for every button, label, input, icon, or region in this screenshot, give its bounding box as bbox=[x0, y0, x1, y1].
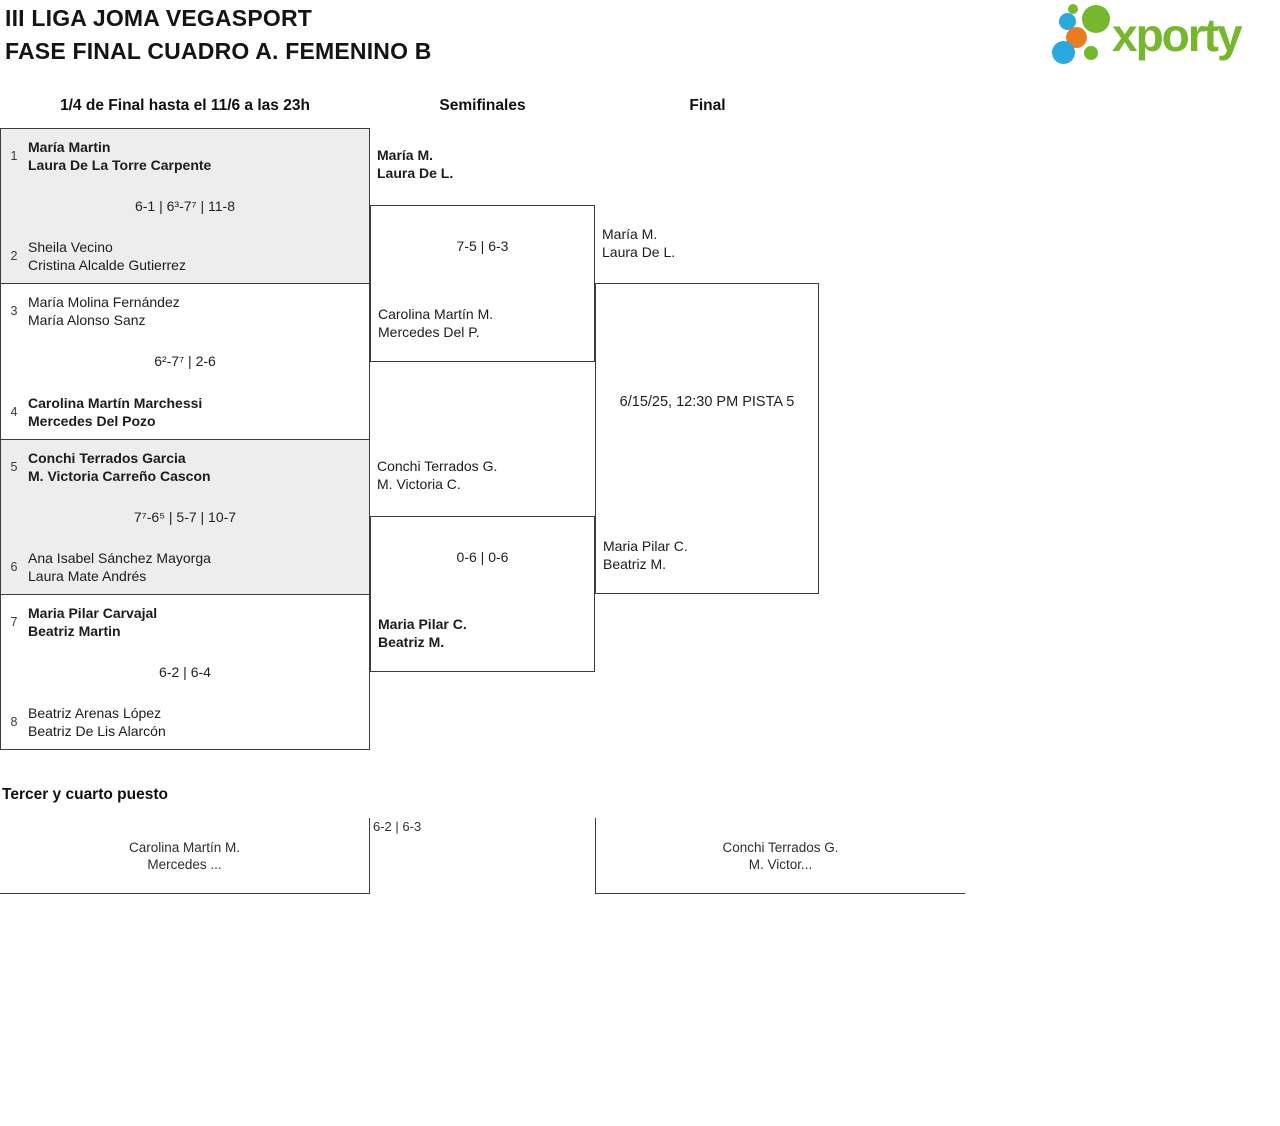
team-entry[interactable]: 8 Beatriz Arenas López Beatriz De Lis Al… bbox=[6, 704, 363, 740]
player-name: Carolina Martín M. bbox=[128, 839, 241, 855]
final-team-top[interactable]: María M. Laura De L. bbox=[602, 225, 675, 261]
team-entry[interactable]: 3 María Molina Fernández María Alonso Sa… bbox=[6, 293, 363, 329]
player-name: María Martin bbox=[28, 139, 111, 155]
player-name: Laura Mate Andrés bbox=[28, 567, 147, 584]
logo-dot-icon bbox=[1066, 27, 1087, 48]
final-schedule: 6/15/25, 12:30 PM PISTA 5 bbox=[619, 394, 795, 410]
team-names: Sheila Vecino Cristina Alcalde Gutierrez bbox=[28, 238, 186, 274]
player-name: Laura De L. bbox=[602, 244, 676, 260]
team-names: Conchi Terrados G. M. Victor... bbox=[722, 839, 838, 873]
logo-dot-icon bbox=[1082, 5, 1110, 33]
player-name: Beatriz M. bbox=[378, 634, 445, 650]
player-name: Sheila Vecino bbox=[28, 239, 113, 256]
qf-match-4: 7 Maria Pilar Carvajal Beatriz Martin 6-… bbox=[1, 594, 369, 749]
quarterfinals-column: 1 María Martin Laura De La Torre Carpent… bbox=[0, 128, 370, 750]
seed-number: 6 bbox=[10, 559, 18, 574]
player-name: Maria Pilar Carvajal bbox=[28, 604, 158, 621]
qf-match-2: 3 María Molina Fernández María Alonso Sa… bbox=[1, 284, 369, 440]
logo-dot-icon bbox=[1059, 13, 1076, 30]
seed-number: 1 bbox=[10, 149, 18, 163]
logo-dot-icon bbox=[1068, 4, 1078, 14]
team-names: Carolina Martín Marchessi Mercedes Del P… bbox=[28, 394, 202, 430]
player-name: Laura De La Torre Carpente bbox=[28, 157, 212, 173]
tournament-title-line2: FASE FINAL CUADRO A. FEMENINO B bbox=[5, 38, 432, 64]
seed-number: 4 bbox=[10, 404, 18, 419]
team-names: Ana Isabel Sánchez Mayorga Laura Mate An… bbox=[28, 549, 211, 585]
third-place-team-left[interactable]: Carolina Martín M. Mercedes ... bbox=[0, 818, 370, 894]
team-names: María Molina Fernández María Alonso Sanz bbox=[28, 293, 180, 329]
qf-match-3: 5 Conchi Terrados Garcia M. Victoria Car… bbox=[1, 439, 369, 595]
match-score: 6-1 | 6³-7⁷ | 11-8 bbox=[134, 198, 235, 215]
player-name: Ana Isabel Sánchez Mayorga bbox=[28, 549, 211, 566]
player-name: Maria Pilar C. bbox=[603, 538, 688, 554]
player-name: Laura De L. bbox=[377, 165, 454, 181]
player-name: Conchi Terrados G. bbox=[722, 839, 839, 855]
logo-dot-icon bbox=[1084, 46, 1098, 60]
team-names: Carolina Martín M. Mercedes ... bbox=[129, 839, 240, 873]
team-names: María Martin Laura De La Torre Carpente bbox=[28, 138, 211, 174]
player-name: Beatriz De Lis Alarcón bbox=[28, 723, 166, 739]
sf1-team-top[interactable]: María M. Laura De L. bbox=[377, 146, 453, 182]
team-entry[interactable]: 7 Maria Pilar Carvajal Beatriz Martin bbox=[6, 604, 363, 640]
team-entry[interactable]: 6 Ana Isabel Sánchez Mayorga Laura Mate … bbox=[6, 549, 363, 585]
player-name: María M. bbox=[602, 226, 658, 242]
seed-number: 3 bbox=[10, 304, 18, 319]
player-name: Beatriz M. bbox=[603, 556, 667, 572]
sf2-team-bottom[interactable]: Maria Pilar C. Beatriz M. bbox=[378, 615, 467, 651]
player-name: Carolina Martín Marchessi bbox=[28, 394, 203, 411]
match-score: 0-6 | 0-6 bbox=[456, 549, 509, 565]
player-name: Mercedes Del P. bbox=[378, 324, 480, 340]
xporty-wordmark: xporty bbox=[1112, 9, 1243, 61]
xporty-logo[interactable]: xporty bbox=[1048, 4, 1270, 68]
sf-match-2-box: 0-6 | 0-6 Maria Pilar C. Beatriz M. bbox=[370, 516, 595, 672]
team-names: Conchi Terrados Garcia M. Victoria Carre… bbox=[28, 449, 211, 485]
player-name: M. Victoria C. bbox=[377, 476, 461, 492]
player-name: María Alonso Sanz bbox=[28, 312, 146, 329]
qf-match-1: 1 María Martin Laura De La Torre Carpent… bbox=[1, 129, 369, 285]
logo-dot-icon bbox=[1052, 41, 1075, 64]
match-score: 6²-7⁷ | 2-6 bbox=[154, 353, 216, 370]
match-score: 6-2 | 6-4 bbox=[159, 663, 211, 680]
sf2-team-top[interactable]: Conchi Terrados G. M. Victoria C. bbox=[377, 457, 497, 493]
third-place-score: 6-2 | 6-3 bbox=[373, 819, 422, 834]
player-name: Mercedes Del Pozo bbox=[28, 412, 156, 429]
sf-match-1-box: 7-5 | 6-3 Carolina Martín M. Mercedes De… bbox=[370, 205, 595, 362]
team-entry[interactable]: 1 María Martin Laura De La Torre Carpent… bbox=[6, 138, 363, 174]
team-entry[interactable]: 4 Carolina Martín Marchessi Mercedes Del… bbox=[6, 394, 363, 430]
column-header-quarterfinals: 1/4 de Final hasta el 11/6 a las 23h bbox=[60, 97, 310, 114]
match-score: 7-5 | 6-3 bbox=[456, 238, 509, 254]
tournament-title: III LIGA JOMA VEGASPORT FASE FINAL CUADR… bbox=[5, 2, 432, 68]
player-name: Cristina Alcalde Gutierrez bbox=[28, 257, 186, 274]
team-entry[interactable]: 5 Conchi Terrados Garcia M. Victoria Car… bbox=[6, 449, 363, 485]
player-name: Mercedes ... bbox=[147, 856, 222, 872]
player-name: Conchi Terrados G. bbox=[377, 458, 498, 474]
player-name: Beatriz Martin bbox=[28, 622, 121, 639]
match-score: 7⁷-6⁵ | 5-7 | 10-7 bbox=[133, 508, 237, 525]
player-name: Conchi Terrados Garcia bbox=[28, 449, 186, 466]
final-match-box: 6/15/25, 12:30 PM PISTA 5 Maria Pilar C.… bbox=[595, 283, 819, 594]
player-name: Carolina Martín M. bbox=[378, 306, 494, 322]
final-team-bottom[interactable]: Maria Pilar C. Beatriz M. bbox=[603, 537, 688, 573]
team-names: Beatriz Arenas López Beatriz De Lis Alar… bbox=[28, 704, 166, 740]
third-place-team-right[interactable]: Conchi Terrados G. M. Victor... bbox=[595, 818, 965, 894]
player-name: Maria Pilar C. bbox=[378, 616, 467, 632]
seed-number: 7 bbox=[10, 614, 18, 629]
column-header-semifinals: Semifinales bbox=[439, 97, 526, 114]
seed-number: 5 bbox=[10, 459, 18, 474]
player-name: M. Victor... bbox=[748, 856, 813, 872]
seed-number: 8 bbox=[10, 715, 18, 729]
column-header-final: Final bbox=[689, 97, 726, 114]
tournament-title-line1: III LIGA JOMA VEGASPORT bbox=[5, 5, 313, 31]
player-name: María M. bbox=[377, 147, 434, 163]
seed-number: 2 bbox=[10, 249, 18, 264]
third-place-heading: Tercer y cuarto puesto bbox=[2, 786, 168, 803]
team-entry[interactable]: 2 Sheila Vecino Cristina Alcalde Gutierr… bbox=[6, 238, 363, 274]
sf1-team-bottom[interactable]: Carolina Martín M. Mercedes Del P. bbox=[378, 305, 493, 341]
player-name: Beatriz Arenas López bbox=[28, 705, 162, 721]
team-names: Maria Pilar Carvajal Beatriz Martin bbox=[28, 604, 157, 640]
player-name: María Molina Fernández bbox=[28, 294, 180, 311]
player-name: M. Victoria Carreño Cascon bbox=[28, 467, 211, 484]
